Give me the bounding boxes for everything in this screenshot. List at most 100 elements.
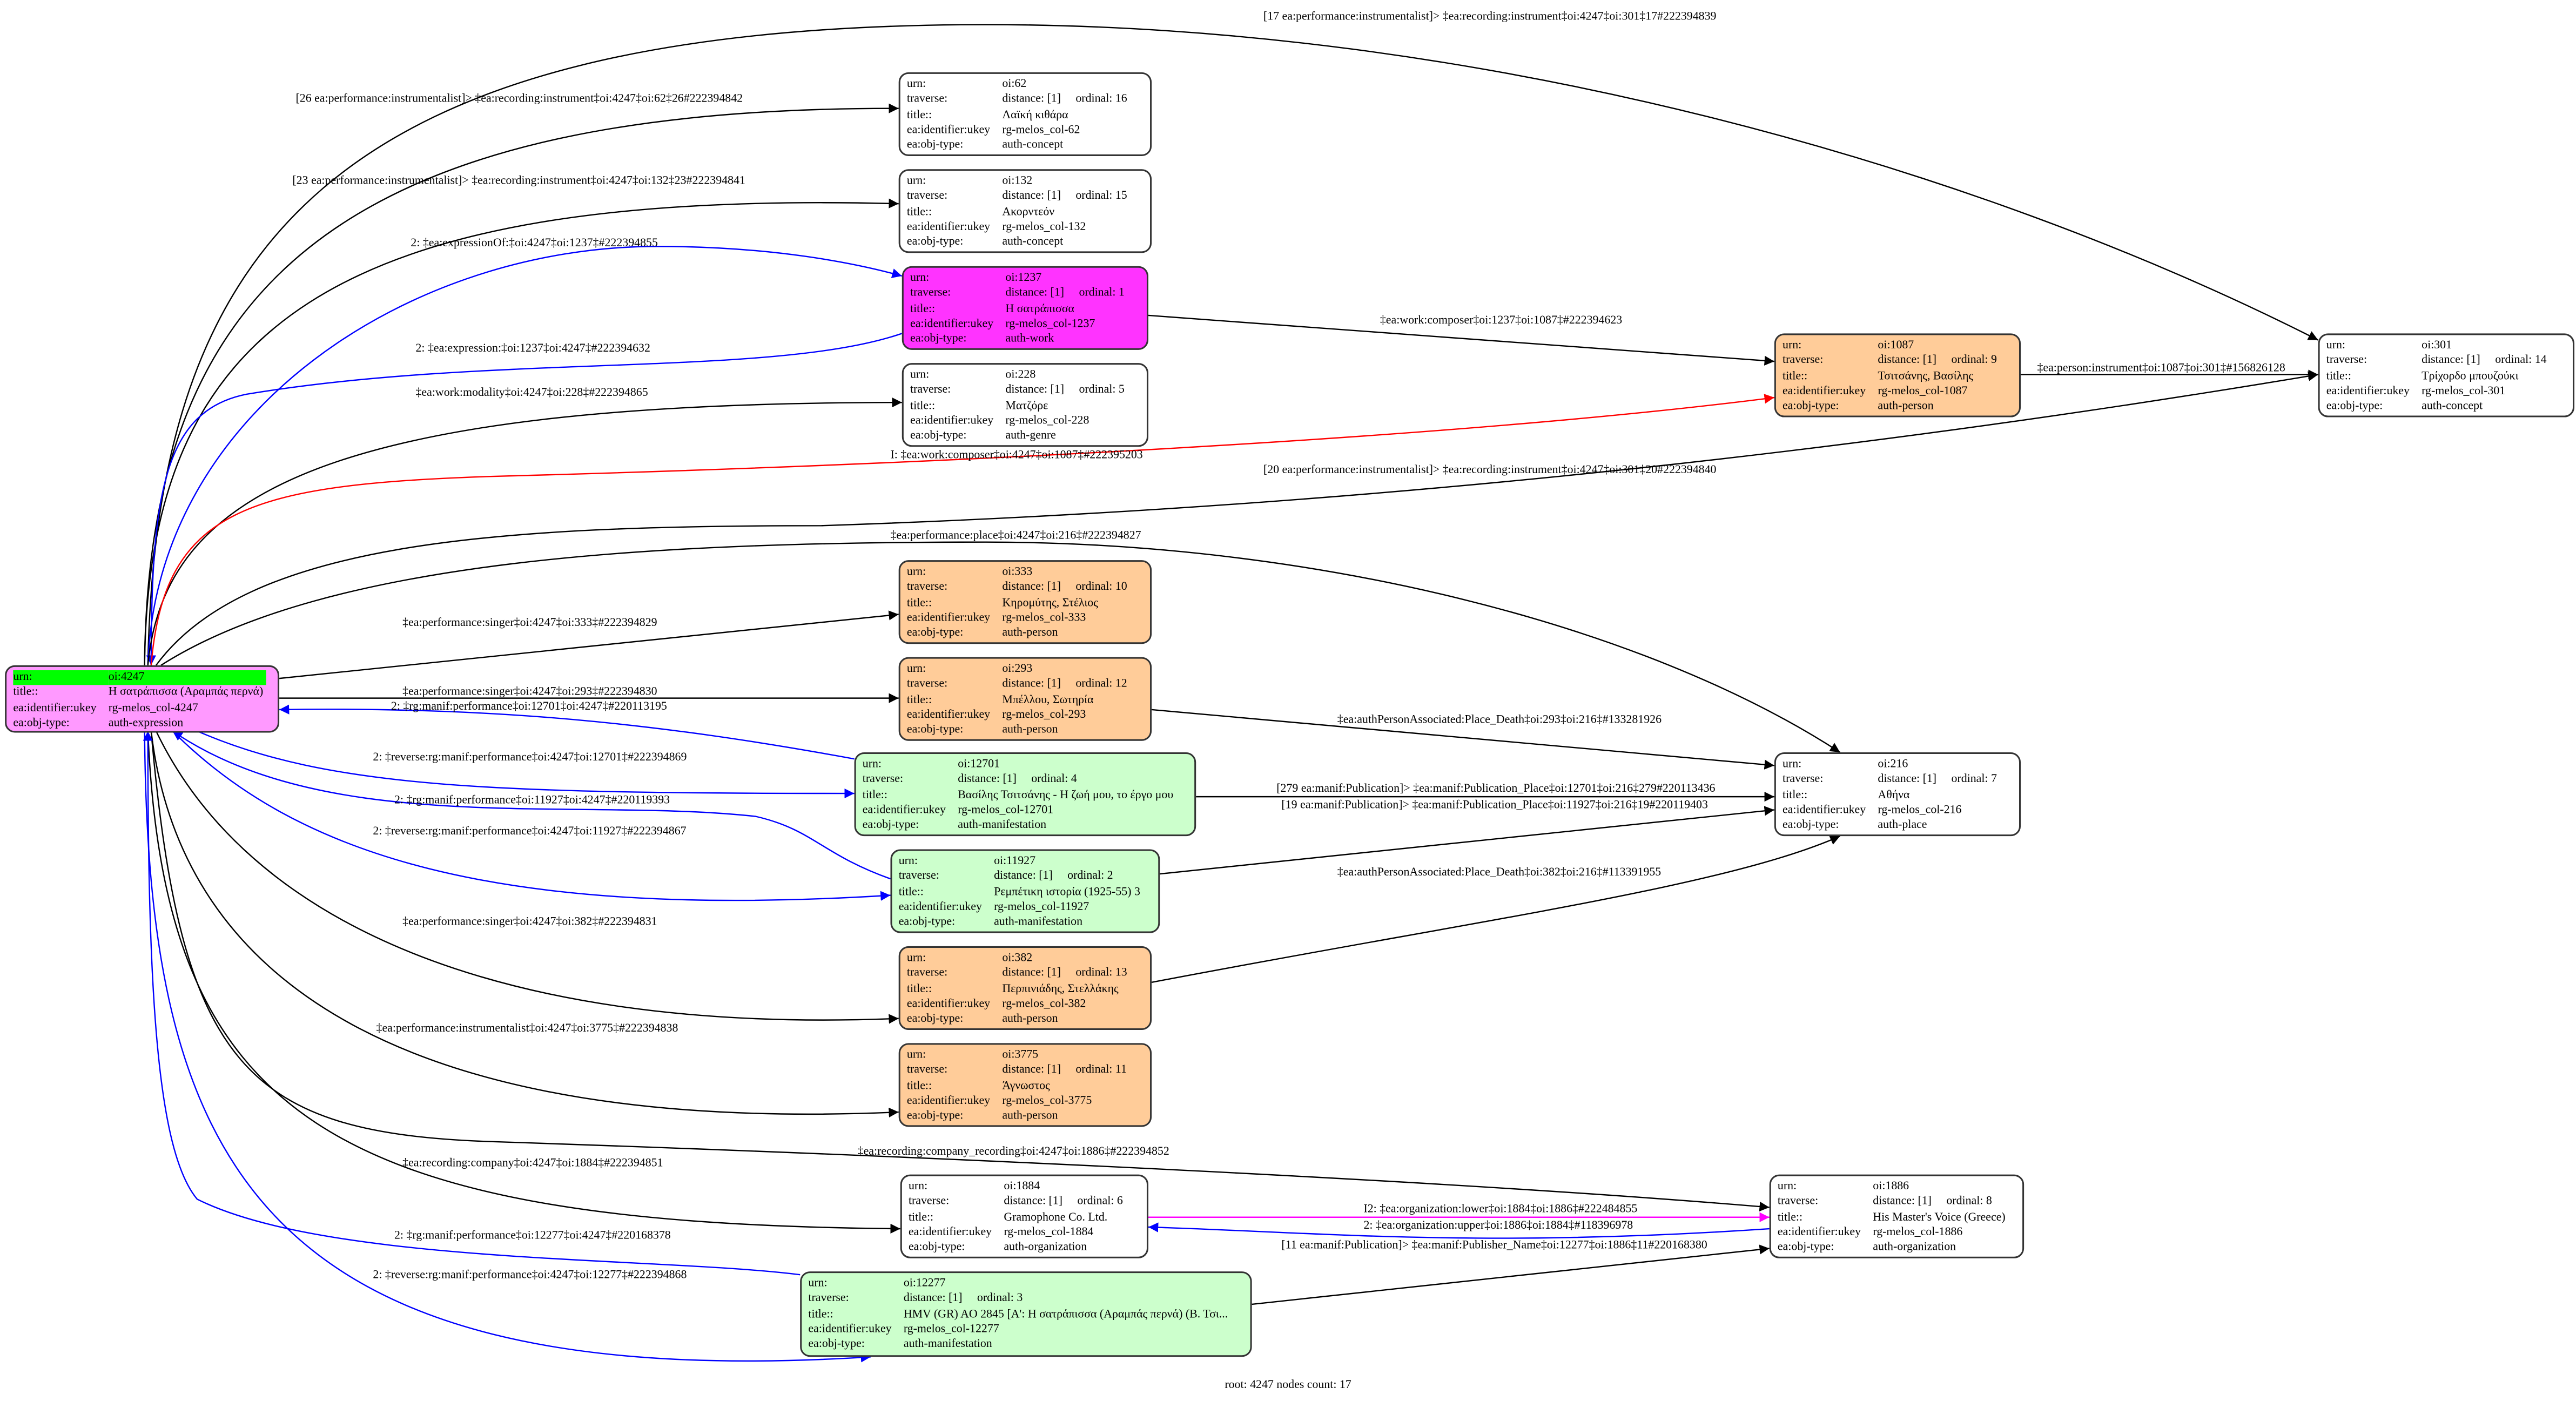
- field-label: urn:: [898, 854, 918, 867]
- graph-edge[interactable]: [279, 704, 855, 760]
- field-value: HMV (GR) AO 2845 [A': Η σατράπισσα (Αραμ…: [903, 1306, 1228, 1321]
- field-value: distance: [1]ordinal: 11: [1002, 1063, 1130, 1079]
- graph-edge[interactable]: [144, 731, 871, 1363]
- field-label: urn:: [808, 1276, 828, 1290]
- field-label: ea:obj-type:: [898, 915, 956, 929]
- graph-edge[interactable]: [155, 371, 2318, 666]
- ordinal-value: ordinal: 5: [1079, 383, 1125, 396]
- field-label: ea:obj-type:: [906, 626, 964, 639]
- node-field-obj-type: ea:obj-type:auth-person: [907, 1109, 1130, 1124]
- graph-edge[interactable]: [1151, 836, 1840, 984]
- edge-label: 2: ‡reverse:rg:manif:performance‡oi:4247…: [373, 750, 687, 763]
- field-value: oi:1087: [1878, 338, 1914, 352]
- graph-edge[interactable]: [160, 541, 1841, 753]
- graph-edge[interactable]: [1148, 1222, 1770, 1239]
- graph-edge[interactable]: [1151, 709, 1774, 770]
- graph-edge[interactable]: [155, 730, 899, 1024]
- graph-edge[interactable]: [150, 731, 899, 1118]
- ordinal-value: ordinal: 9: [1951, 353, 1997, 367]
- field-label: urn:: [13, 670, 109, 686]
- field-value: distance: [1]ordinal: 14: [2422, 354, 2550, 369]
- field-label: ea:obj-type:: [862, 818, 919, 832]
- field-value: auth-concept: [1002, 235, 1064, 248]
- node-field-traverse: traverse:distance: [1]ordinal: 16: [907, 92, 1131, 107]
- ordinal-value: ordinal: 16: [1075, 92, 1127, 106]
- node-field-obj-type: ea:obj-type:auth-manifestation: [899, 915, 1144, 931]
- graph-edge[interactable]: [144, 198, 899, 665]
- edge-label: I2: ‡ea:organization:lower‡oi:1884‡oi:18…: [1363, 1202, 1637, 1215]
- graph-edge[interactable]: [172, 730, 891, 901]
- graph-edge[interactable]: [172, 730, 891, 880]
- graph-edge[interactable]: [1160, 806, 1774, 875]
- node-field-traverse: traverse:distance: [1]ordinal: 4: [863, 772, 1176, 787]
- graph-edge[interactable]: [147, 24, 2319, 665]
- field-value: auth-manifestation: [958, 818, 1047, 832]
- graph-edge[interactable]: [147, 246, 903, 665]
- field-value: rg-melos_col-228: [1005, 414, 1089, 427]
- graph-edge[interactable]: [147, 398, 902, 665]
- graph-edge[interactable]: [1252, 1244, 1770, 1305]
- field-value: auth-concept: [1002, 138, 1064, 152]
- field-value: oi:301: [2422, 338, 2452, 352]
- field-label: ea:obj-type:: [910, 429, 967, 442]
- field-value: Αθήνα: [1878, 787, 1910, 801]
- field-value: auth-person: [1878, 399, 1934, 413]
- node-field-title: title::Ακορντεόν: [907, 205, 1131, 220]
- field-label: traverse:: [906, 966, 948, 980]
- graph-edge[interactable]: [150, 731, 1770, 1212]
- edge-label: [11 ea:manif:Publication]> ‡ea:manif:Pub…: [1281, 1238, 1707, 1251]
- field-value: oi:11927: [994, 854, 1036, 867]
- field-value: auth-concept: [2422, 399, 2483, 413]
- distance-value: distance: [1]: [903, 1291, 963, 1305]
- node-field-title: title::Ματζόρε: [910, 399, 1128, 414]
- field-label: urn:: [1783, 338, 1802, 352]
- node-field-obj-type: ea:obj-type:auth-place: [1783, 818, 2000, 833]
- graph-edge[interactable]: [279, 610, 899, 679]
- graph-edge[interactable]: [1148, 314, 1774, 366]
- field-label: title::: [862, 787, 887, 801]
- graph-edge[interactable]: [143, 731, 801, 1276]
- field-label: ea:identifier:ukey: [906, 708, 991, 721]
- field-value: distance: [1]ordinal: 16: [1002, 92, 1130, 107]
- node-field-traverse: traverse:distance: [1]ordinal: 8: [1778, 1195, 2009, 1210]
- field-value: auth-person: [1002, 626, 1058, 639]
- graph-edge[interactable]: [150, 394, 1774, 665]
- graph-edge[interactable]: [146, 333, 903, 665]
- field-label: traverse:: [808, 1291, 849, 1305]
- node-field-urn: urn: oi:1087: [1783, 339, 2000, 354]
- field-label: traverse:: [906, 677, 948, 691]
- field-value: distance: [1]ordinal: 3: [904, 1292, 1231, 1307]
- graph-edge[interactable]: [147, 731, 900, 1234]
- node-field-traverse: traverse:distance: [1]ordinal: 15: [907, 190, 1131, 205]
- field-value: rg-melos_col-11927: [994, 900, 1089, 913]
- field-label: ea:identifier:ukey: [906, 996, 991, 1011]
- field-value: rg-melos_col-132: [1002, 220, 1086, 233]
- node-field-title: title::Βασίλης Τσιτσάνης - Η ζωή μου, το…: [863, 788, 1176, 803]
- field-value: rg-melos_col-1886: [1873, 1225, 1963, 1238]
- field-value: distance: [1]ordinal: 12: [1002, 677, 1130, 692]
- edge-label: [17 ea:performance:instrumentalist]> ‡ea…: [1263, 9, 1717, 22]
- edge-label: ‡ea:authPersonAssociated:Place_Death‡oi:…: [1337, 865, 1661, 878]
- graph-edge[interactable]: [197, 730, 855, 799]
- node-field-urn: urn:oi:382: [907, 951, 1131, 966]
- field-value: Άγνωστος: [1002, 1079, 1050, 1092]
